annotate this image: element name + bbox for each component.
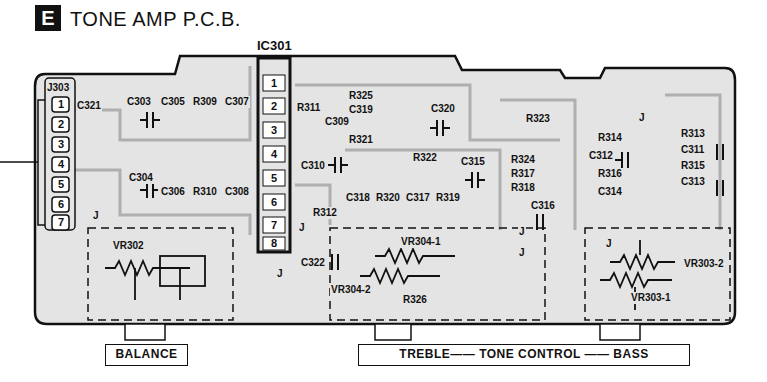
part-label: C313 (680, 176, 706, 188)
control-areas (88, 228, 730, 320)
pin-number: 3 (57, 138, 65, 150)
jumper-mark: J (518, 247, 526, 259)
part-label: VR303-2 (683, 258, 724, 270)
pin-number: 4 (270, 148, 278, 160)
part-label: C306 (160, 186, 186, 198)
part-label: R318 (510, 182, 536, 194)
connector-name: J303 (46, 82, 70, 94)
part-label: R323 (525, 113, 551, 125)
part-label: VR303-1 (630, 292, 671, 304)
part-label: VR304-1 (400, 236, 441, 248)
part-label: C311 (680, 144, 705, 156)
part-label: C321 (76, 100, 102, 112)
part-label: VR302 (112, 240, 145, 252)
pin-number: 2 (270, 100, 278, 112)
part-label: C316 (530, 200, 556, 212)
part-label: C315 (460, 156, 486, 168)
pin-number: 6 (57, 198, 65, 210)
pin-number: 5 (57, 178, 65, 190)
jumper-mark: J (605, 238, 613, 250)
part-label: R312 (312, 207, 338, 219)
part-label: R313 (680, 128, 706, 140)
section-badge: E (35, 5, 61, 31)
ic-name: IC301 (256, 38, 293, 53)
jumper-mark: J (276, 268, 284, 280)
pin-number: 7 (57, 216, 65, 228)
capacitor-symbols (140, 112, 723, 270)
pin-number: 7 (270, 219, 278, 231)
jumper-mark: J (518, 226, 526, 238)
part-label: C303 (126, 96, 152, 108)
part-label: R311 (296, 102, 321, 114)
pin-number: 1 (57, 98, 65, 110)
control-name-box: BALANCE (105, 344, 188, 366)
box-text: TREBLE—— TONE CONTROL —— BASS (359, 345, 689, 364)
part-label: R319 (435, 192, 461, 204)
part-label: R309 (192, 96, 218, 108)
pin-number: 1 (270, 77, 278, 89)
part-label: R317 (510, 168, 536, 180)
part-label: C319 (348, 104, 374, 116)
part-label: C307 (224, 96, 250, 108)
part-label: R326 (402, 294, 428, 306)
pin-number: 2 (57, 118, 65, 130)
part-label: R322 (412, 152, 438, 164)
pcb-board (35, 56, 735, 340)
part-label: VR304-2 (330, 284, 371, 296)
part-label: R310 (192, 186, 218, 198)
copper-traces (75, 66, 720, 235)
jumper-mark: J (92, 210, 100, 222)
box-text: BALANCE (106, 345, 187, 364)
part-label: C322 (300, 257, 326, 269)
part-label: C304 (128, 172, 154, 184)
control-name-box: TREBLE—— TONE CONTROL —— BASS (358, 344, 690, 366)
jumper-mark: J (638, 112, 646, 124)
resistor-symbols (105, 240, 675, 310)
part-label: C312 (588, 150, 614, 162)
part-label: C309 (324, 116, 350, 128)
part-label: C314 (597, 186, 623, 198)
part-label: C318 (345, 192, 371, 204)
part-label: C317 (405, 192, 431, 204)
ic301-outline (258, 58, 290, 252)
box-text: E (35, 5, 61, 31)
part-label: C305 (160, 96, 186, 108)
part-label: C320 (430, 103, 456, 115)
part-label: R321 (348, 134, 374, 146)
pin-number: 3 (270, 124, 278, 136)
part-label: C308 (224, 186, 250, 198)
part-label: R315 (680, 160, 706, 172)
pin-number: 8 (270, 237, 278, 249)
part-label: R314 (597, 132, 623, 144)
part-label: C310 (300, 160, 326, 172)
board-title: TONE AMP P.C.B. (70, 7, 241, 31)
jumper-mark: J (298, 222, 306, 234)
part-label: R325 (348, 90, 374, 102)
pin-number: 4 (57, 158, 65, 170)
part-label: R316 (597, 168, 623, 180)
part-label: R324 (510, 154, 536, 166)
j303-connector (0, 78, 75, 230)
part-label: R320 (375, 192, 401, 204)
pin-number: 6 (270, 196, 278, 208)
pin-number: 5 (270, 172, 278, 184)
